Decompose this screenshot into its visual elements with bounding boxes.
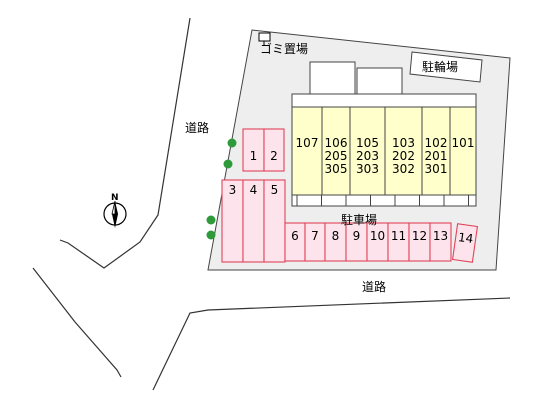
garbage-icon	[258, 32, 271, 42]
unit-number: 107	[296, 136, 319, 150]
bicycle-parking: 駐輪場	[409, 51, 483, 83]
building-upper-strip	[291, 93, 477, 108]
unit-number: 106	[325, 136, 348, 150]
road-left-boundary	[59, 17, 191, 269]
parking-space-number: 4	[250, 183, 258, 197]
north-label: N	[111, 193, 119, 203]
parking-space-number: 10	[370, 229, 385, 243]
garbage-label: ゴミ置場	[260, 41, 308, 56]
parking-space-11: 11	[387, 222, 410, 262]
building-lower-ticks	[296, 195, 469, 206]
parking-space-2: 2	[263, 128, 285, 172]
unit-number: 103	[392, 136, 415, 150]
unit-number: 203	[356, 149, 379, 163]
unit-number: 102	[425, 136, 448, 150]
parking-space-13: 13	[429, 222, 452, 262]
parking-space-12: 12	[408, 222, 431, 262]
unit-number: 105	[356, 136, 379, 150]
tree-icon	[223, 159, 233, 169]
parking-space-10: 10	[366, 222, 389, 262]
unit-number: 202	[392, 149, 415, 163]
parking-space-5: 5	[263, 179, 286, 263]
building-lower-strip	[291, 194, 477, 207]
bicycle-parking-label: 駐輪場	[422, 59, 458, 74]
parking-space-number: 6	[291, 229, 299, 243]
unit-number: 205	[325, 149, 348, 163]
parking-space-number: 5	[271, 183, 279, 197]
parking-space-9: 9	[345, 222, 368, 262]
parking-space-7: 7	[304, 222, 326, 262]
parking-space-6: 6	[284, 222, 306, 262]
garbage-area: ゴミ置場	[258, 32, 308, 56]
building-top-block-left	[309, 61, 356, 95]
parking-space-number: 2	[270, 149, 278, 163]
tree-icon	[227, 138, 237, 148]
unit-column: 107	[291, 106, 323, 196]
road-bottom-label: 道路	[362, 279, 386, 294]
parking-space-number: 3	[229, 183, 237, 197]
road-bottom-edge	[152, 297, 511, 391]
parking-space-8: 8	[324, 222, 347, 262]
tree-icon	[206, 215, 216, 225]
parking-space-1: 1	[242, 128, 265, 172]
parking-area-label: 駐車場	[341, 212, 377, 227]
unit-number: 302	[392, 162, 415, 176]
tree-icon	[206, 230, 216, 240]
unit-number: 305	[325, 162, 348, 176]
parking-space-3: 3	[221, 179, 244, 263]
parking-space-number: 7	[311, 229, 319, 243]
road-left-lower-edge	[32, 267, 122, 378]
parking-space-number: 12	[412, 229, 427, 243]
parking-space-number: 8	[332, 229, 340, 243]
parking-space-number: 9	[353, 229, 361, 243]
unit-number: 201	[425, 149, 448, 163]
unit-number: 301	[425, 162, 448, 176]
unit-number: 101	[452, 136, 475, 150]
parking-space-number: 13	[433, 229, 448, 243]
north-arrow-icon: N	[103, 193, 127, 228]
parking-space-14: 14	[451, 223, 479, 263]
parking-space-number: 14	[457, 230, 474, 246]
unit-column: 101	[449, 106, 477, 196]
parking-space-number: 11	[391, 229, 406, 243]
parking-space-4: 4	[242, 179, 265, 263]
parking-space-number: 1	[250, 149, 258, 163]
unit-number: 303	[356, 162, 379, 176]
building-top-block-right	[356, 67, 403, 95]
bicycle-parking-box	[409, 51, 483, 83]
road-left-label: 道路	[185, 120, 209, 135]
